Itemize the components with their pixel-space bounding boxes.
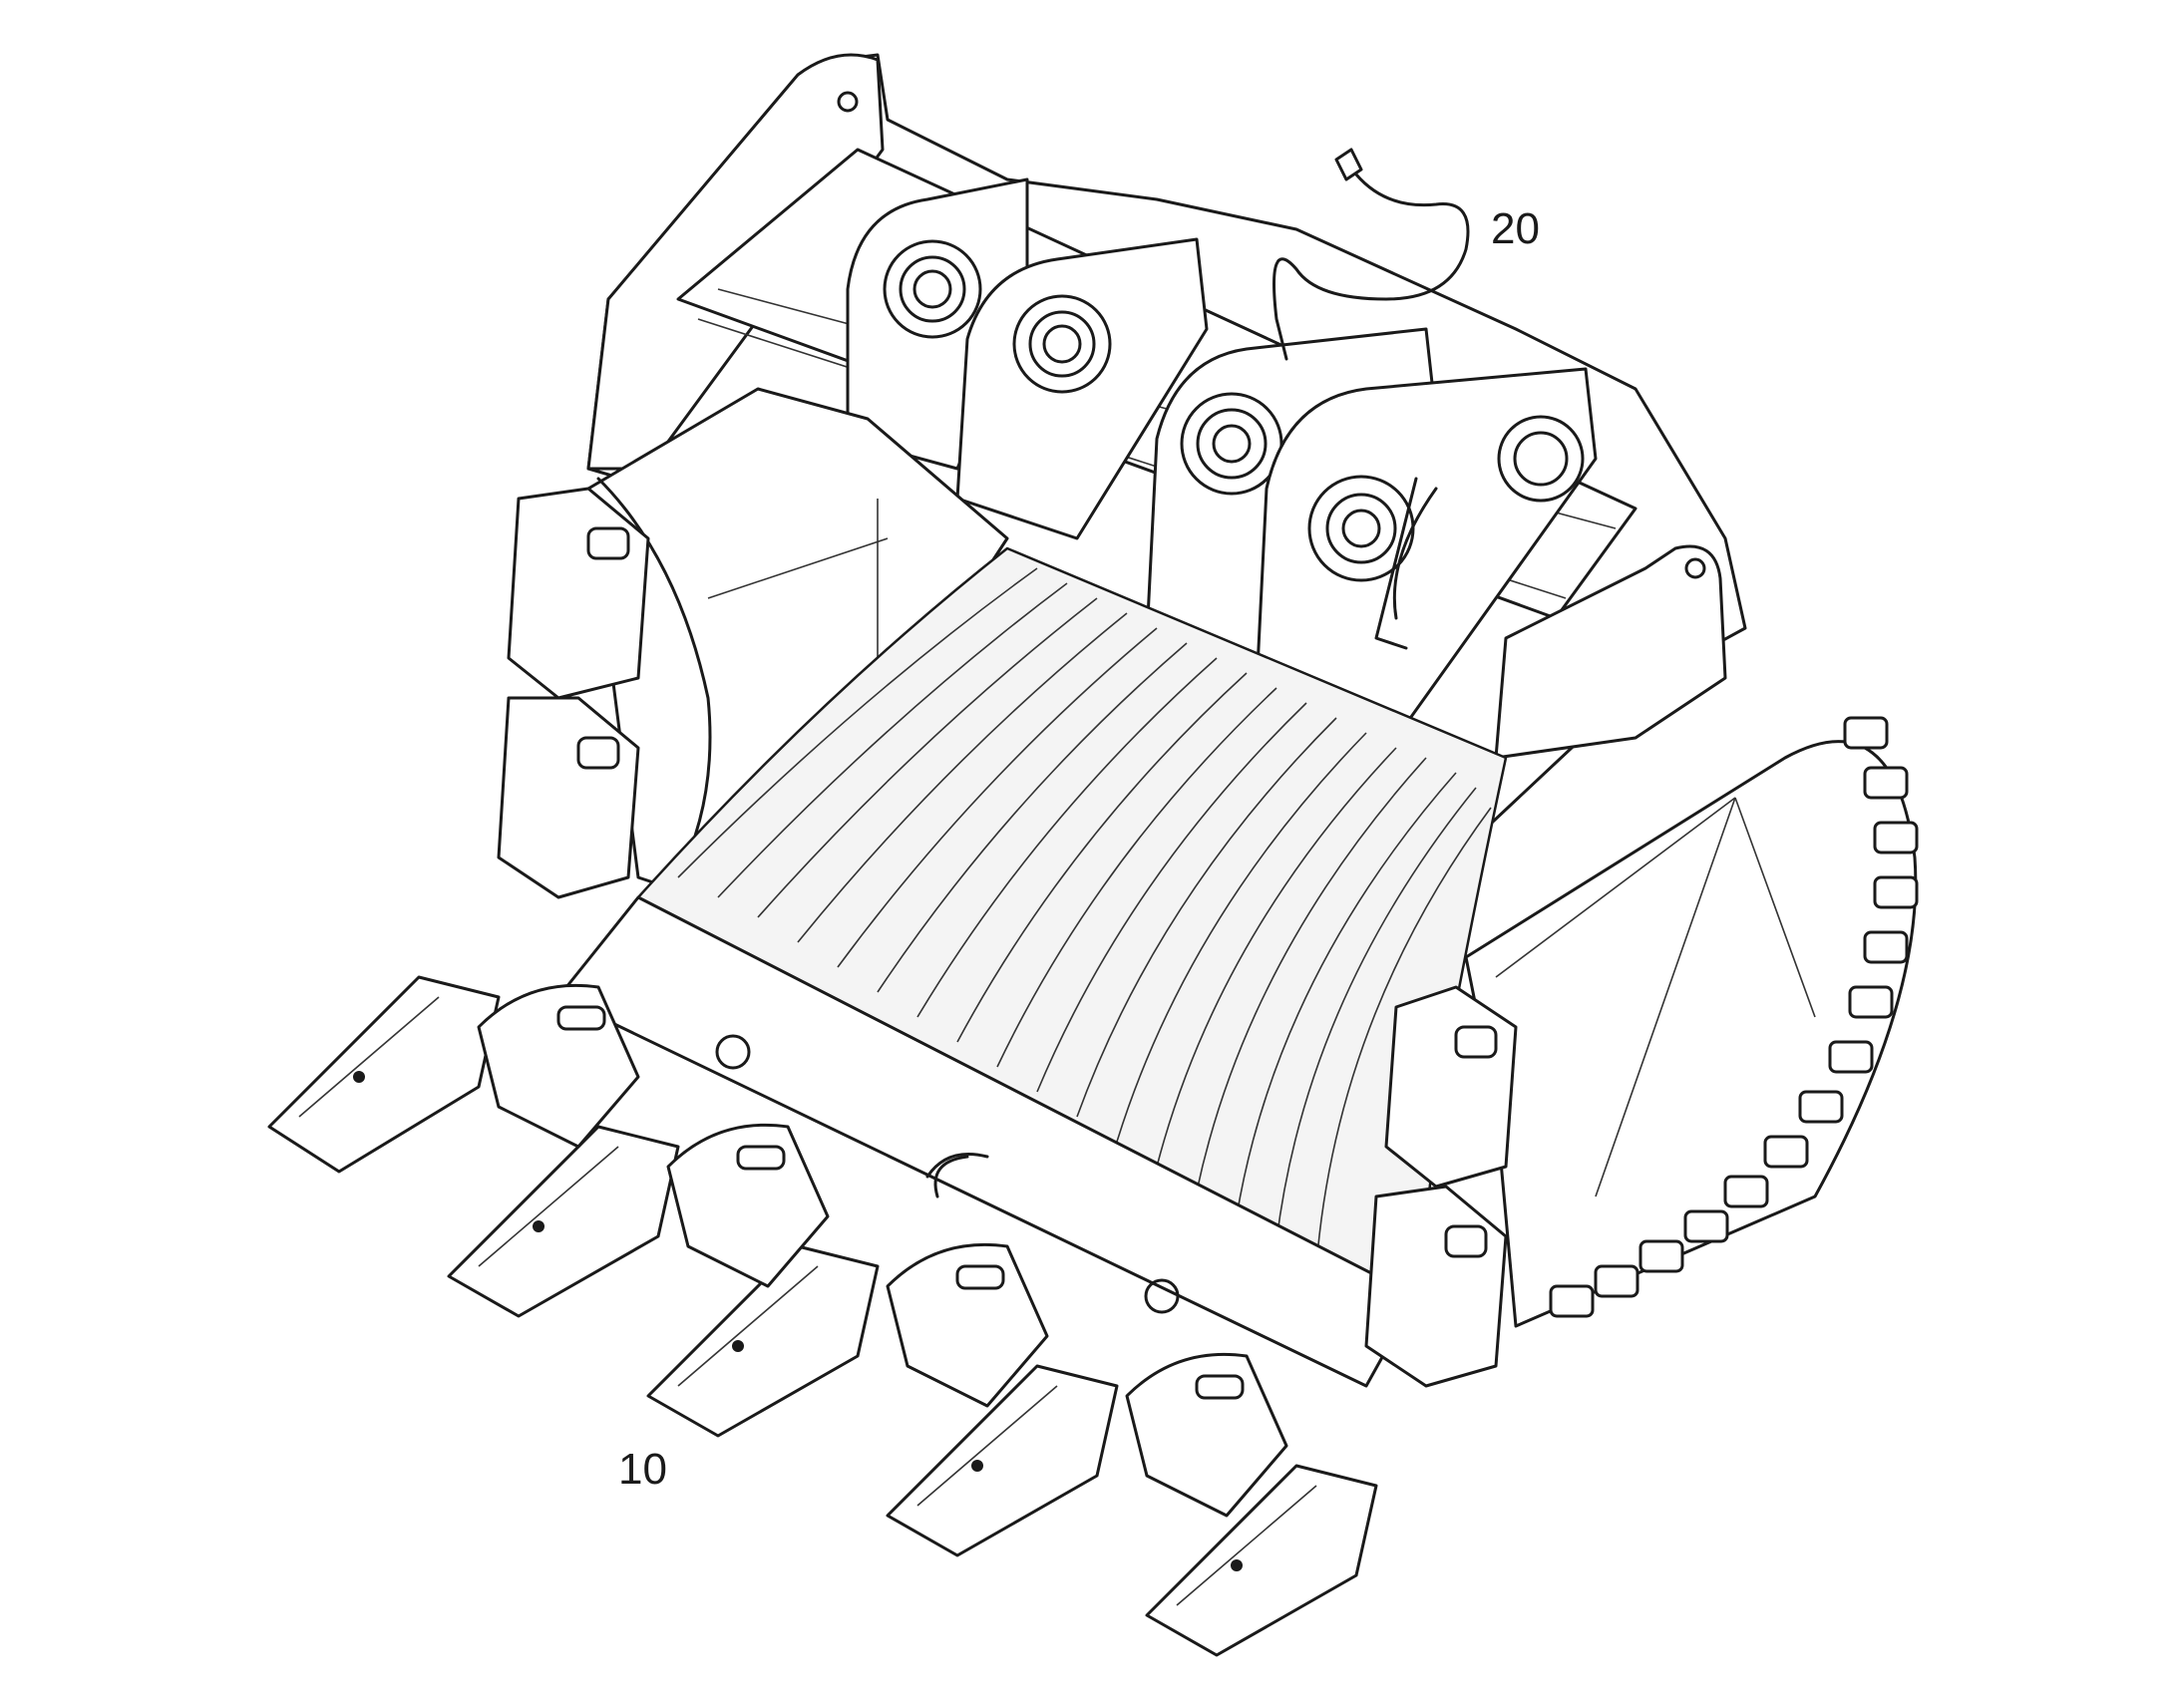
rigging-lugs [715, 1034, 1180, 1314]
tooth-1 [267, 975, 501, 1174]
hinge-lug-4 [1255, 367, 1598, 740]
bucket-floor [636, 546, 1508, 1298]
reference-numeral-bucket: 10 [618, 1445, 667, 1494]
reference-numeral-sensor-cable: 20 [1491, 204, 1540, 253]
right-lifting-lug [1494, 544, 1727, 760]
left-wear-blocks [497, 487, 650, 899]
right-wear-blocks [1364, 985, 1518, 1388]
heel-shrouds [1549, 716, 1919, 1318]
hinge-lug-2 [955, 237, 1209, 540]
tooth-5 [1145, 1464, 1378, 1657]
lip-shrouds [477, 983, 1288, 1518]
tooth-4 [886, 1364, 1119, 1557]
bucket-teeth [267, 975, 1378, 1657]
sensor-cable [1272, 148, 1470, 650]
tooth-2 [447, 1125, 680, 1318]
